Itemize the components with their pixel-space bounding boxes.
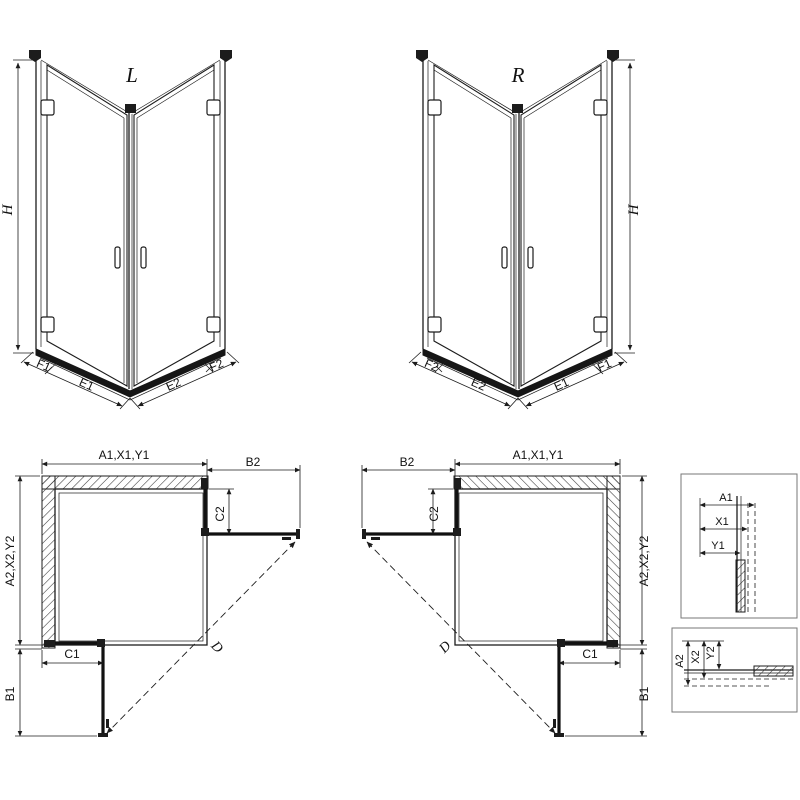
seg-label-e2-right: E2	[469, 375, 488, 394]
dimension-side-depth	[15, 475, 53, 646]
open-door-top	[209, 529, 300, 540]
shower-tray-plan	[54, 488, 208, 646]
plan-view-graphics-mirrored	[362, 459, 647, 737]
seg-label-f1-left: F1	[34, 356, 53, 375]
seg-label-f2-left: F2	[207, 356, 226, 375]
plan-left-fixed-right-label: C2	[213, 506, 227, 522]
hinge-bottom	[40, 316, 55, 333]
plan-right-top-width-label: A1,X1,Y1	[513, 448, 564, 462]
dimension-top-width	[41, 459, 208, 487]
dimension-door-top	[206, 465, 301, 528]
elevation-unit-graphics	[13, 50, 240, 410]
plan-left-side-depth-label: A2,X2,Y2	[3, 535, 17, 586]
wall-top	[41, 475, 209, 490]
variant-label-right: R	[511, 63, 525, 87]
detail-y1-label: Y1	[711, 540, 724, 552]
dimension-height	[13, 59, 34, 354]
height-label-right: H	[626, 203, 642, 216]
door-panel-left	[40, 59, 130, 387]
height-label-left: H	[0, 203, 16, 216]
variant-label-left: L	[125, 63, 138, 87]
door-handle-right	[140, 246, 147, 269]
plan-left-fixed-bottom-label: C1	[64, 647, 80, 661]
detail-x1-label: X1	[715, 516, 728, 528]
detail-x2-label: X2	[690, 650, 702, 663]
detail-y2-label: Y2	[705, 646, 717, 659]
seg-label-e1-left: E1	[77, 375, 96, 394]
wall-side	[41, 475, 56, 649]
detail-view-bottom: A2 X2 Y2	[671, 627, 798, 713]
plan-left-diagonal-label: D	[207, 638, 226, 656]
door-panel-right	[131, 59, 221, 387]
seg-label-e1-right: E1	[552, 375, 571, 394]
plan-left-top-width-label: A1,X1,Y1	[99, 448, 150, 462]
detail-a1-label: A1	[719, 492, 732, 504]
seg-label-f1-right: F1	[595, 356, 614, 375]
plan-view-graphics	[15, 459, 301, 737]
dimension-fixed-right	[209, 488, 234, 535]
wall-profile-right	[219, 50, 232, 349]
fixed-panel-right	[201, 478, 209, 536]
open-door-side	[98, 647, 109, 737]
corner-edge	[125, 104, 136, 389]
dimension-bottom-right	[129, 351, 240, 410]
shower-tray	[35, 348, 226, 401]
hinge-bottom	[206, 316, 221, 333]
detail-view-top: A1 X1 Y1	[680, 473, 798, 619]
detail-a2-label: A2	[674, 654, 686, 667]
hinge-top	[40, 99, 55, 116]
dimension-diagonal	[106, 541, 296, 734]
plan-right-door-side-label: B1	[637, 686, 651, 701]
plan-right-door-top-label: B2	[400, 455, 415, 469]
door-handle-left	[114, 246, 121, 269]
seg-label-e2-left: E2	[164, 375, 183, 394]
plan-right-side-depth-label: A2,X2,Y2	[637, 535, 651, 586]
dimension-bottom-left	[20, 351, 131, 410]
wall-profile-left	[29, 50, 42, 349]
plan-left-door-top-label: B2	[246, 455, 261, 469]
plan-right-diagonal-label: D	[436, 639, 455, 657]
seg-label-f2-right: F2	[422, 356, 441, 375]
dimension-door-side	[15, 648, 97, 737]
hinge-top	[206, 99, 221, 116]
dimension-fixed-bottom	[41, 650, 104, 668]
plan-left-door-side-label: B1	[3, 686, 17, 701]
plan-right-fixed-bottom-label: C1	[582, 647, 598, 661]
fixed-panel-bottom	[44, 639, 105, 647]
plan-right-fixed-left-label: C2	[427, 506, 441, 522]
elevation-unit-graphics-mirrored	[409, 50, 635, 409]
